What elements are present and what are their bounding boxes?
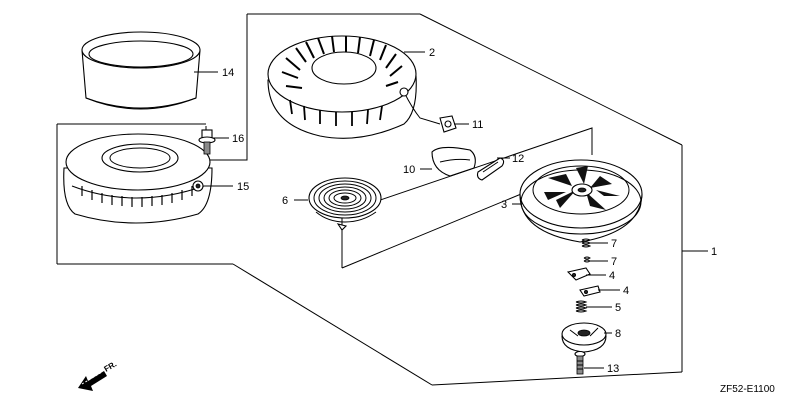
callout-12: 12 [512,153,524,165]
front-arrow-icon [78,371,107,391]
callout-3: 3 [501,199,507,211]
reel-pulley-part [519,159,643,243]
callout-4b: 4 [623,285,629,297]
setting-screw-part [574,350,586,375]
starter-grip-part [431,146,476,177]
recoil-spring-part [308,177,382,231]
ratchet-spring-part-2 [583,256,591,263]
front-label: FR. [103,359,119,373]
friction-spring-part [575,300,588,313]
callout-6: 6 [282,195,288,207]
callout-15: 15 [237,181,249,193]
ratchet-part-2 [579,285,601,297]
callout-7b: 7 [611,256,617,268]
callout-5: 5 [615,302,621,314]
starter-housing-part [63,133,213,224]
callout-13: 13 [607,363,619,375]
assembly-outline [56,13,683,386]
grip-insert-part [476,157,505,181]
callout-2: 2 [429,47,435,59]
ratchet-guide-part [561,322,607,353]
callout-8: 8 [615,328,621,340]
ratchet-part [566,267,591,281]
callout-10: 10 [403,164,415,176]
cup-ring-part [81,31,201,110]
callout-14: 14 [222,67,234,79]
callout-11: 11 [472,119,483,131]
callout-7a: 7 [611,238,617,250]
figure-code: ZF52-E1100 [720,384,775,395]
leader-lines [194,51,708,369]
callout-16: 16 [232,133,244,145]
rope-guide-part [439,115,457,133]
callout-4a: 4 [609,270,615,282]
flange-bolt-part [198,129,216,155]
starter-case-part [267,35,441,139]
callout-1: 1 [711,246,717,258]
